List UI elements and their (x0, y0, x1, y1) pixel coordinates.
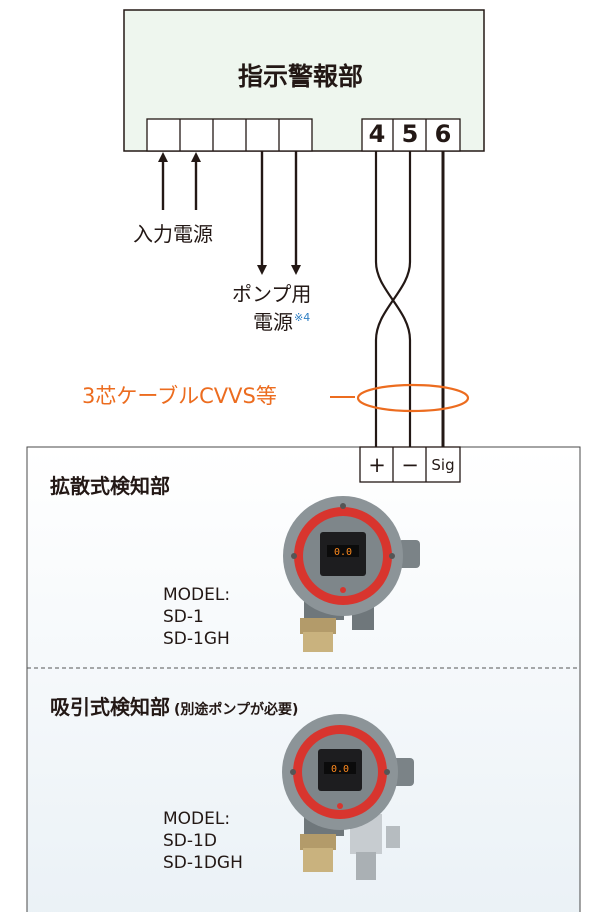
suction-detector-image: 0.0 (282, 714, 414, 880)
terminal-6-label: 6 (434, 120, 452, 148)
svg-text:0.0: 0.0 (331, 764, 349, 775)
terminal-4-label: 4 (368, 120, 386, 148)
suction-model-1: SD-1D (163, 831, 217, 852)
diffusion-model-list: MODEL: SD-1 SD-1GH (163, 584, 230, 650)
section-suction-subtitle: (別途ポンプが必要) (174, 702, 299, 718)
suction-model-list: MODEL: SD-1D SD-1DGH (163, 808, 243, 874)
indicator-title: 指示警報部 (237, 62, 363, 91)
detector-terminal-sig: Sig (431, 456, 455, 474)
pump-power-note: ※4 (294, 311, 311, 324)
wire-terminal-5 (374, 151, 412, 447)
diffusion-model-1: SD-1 (163, 607, 204, 628)
suction-model-2: SD-1DGH (163, 853, 243, 874)
suction-model-heading: MODEL: (163, 809, 231, 829)
power-input-label: 入力電源 (133, 222, 213, 246)
pump-power-label-line2: 電源※4 (253, 310, 311, 334)
indicator-left-terminal-block (146, 118, 313, 152)
detector-terminal-minus: − (401, 453, 419, 477)
cable-label: 3芯ケーブルCVVS等 (82, 384, 277, 408)
diffusion-model-2: SD-1GH (163, 629, 230, 650)
detector-terminal-plus: + (368, 453, 386, 477)
svg-text:0.0: 0.0 (334, 547, 352, 558)
detector-terminal-block (359, 446, 461, 483)
section-suction-title: 吸引式検知部(別途ポンプが必要) (50, 695, 299, 719)
diffusion-detector-image: 0.0 (283, 496, 420, 652)
diffusion-model-heading: MODEL: (163, 585, 231, 605)
section-diffusion-title: 拡散式検知部 (50, 474, 170, 498)
pump-power-label-line1: ポンプ用 (232, 282, 312, 306)
cable-bundle-ellipse (356, 383, 470, 413)
terminal-5-label: 5 (401, 120, 419, 148)
